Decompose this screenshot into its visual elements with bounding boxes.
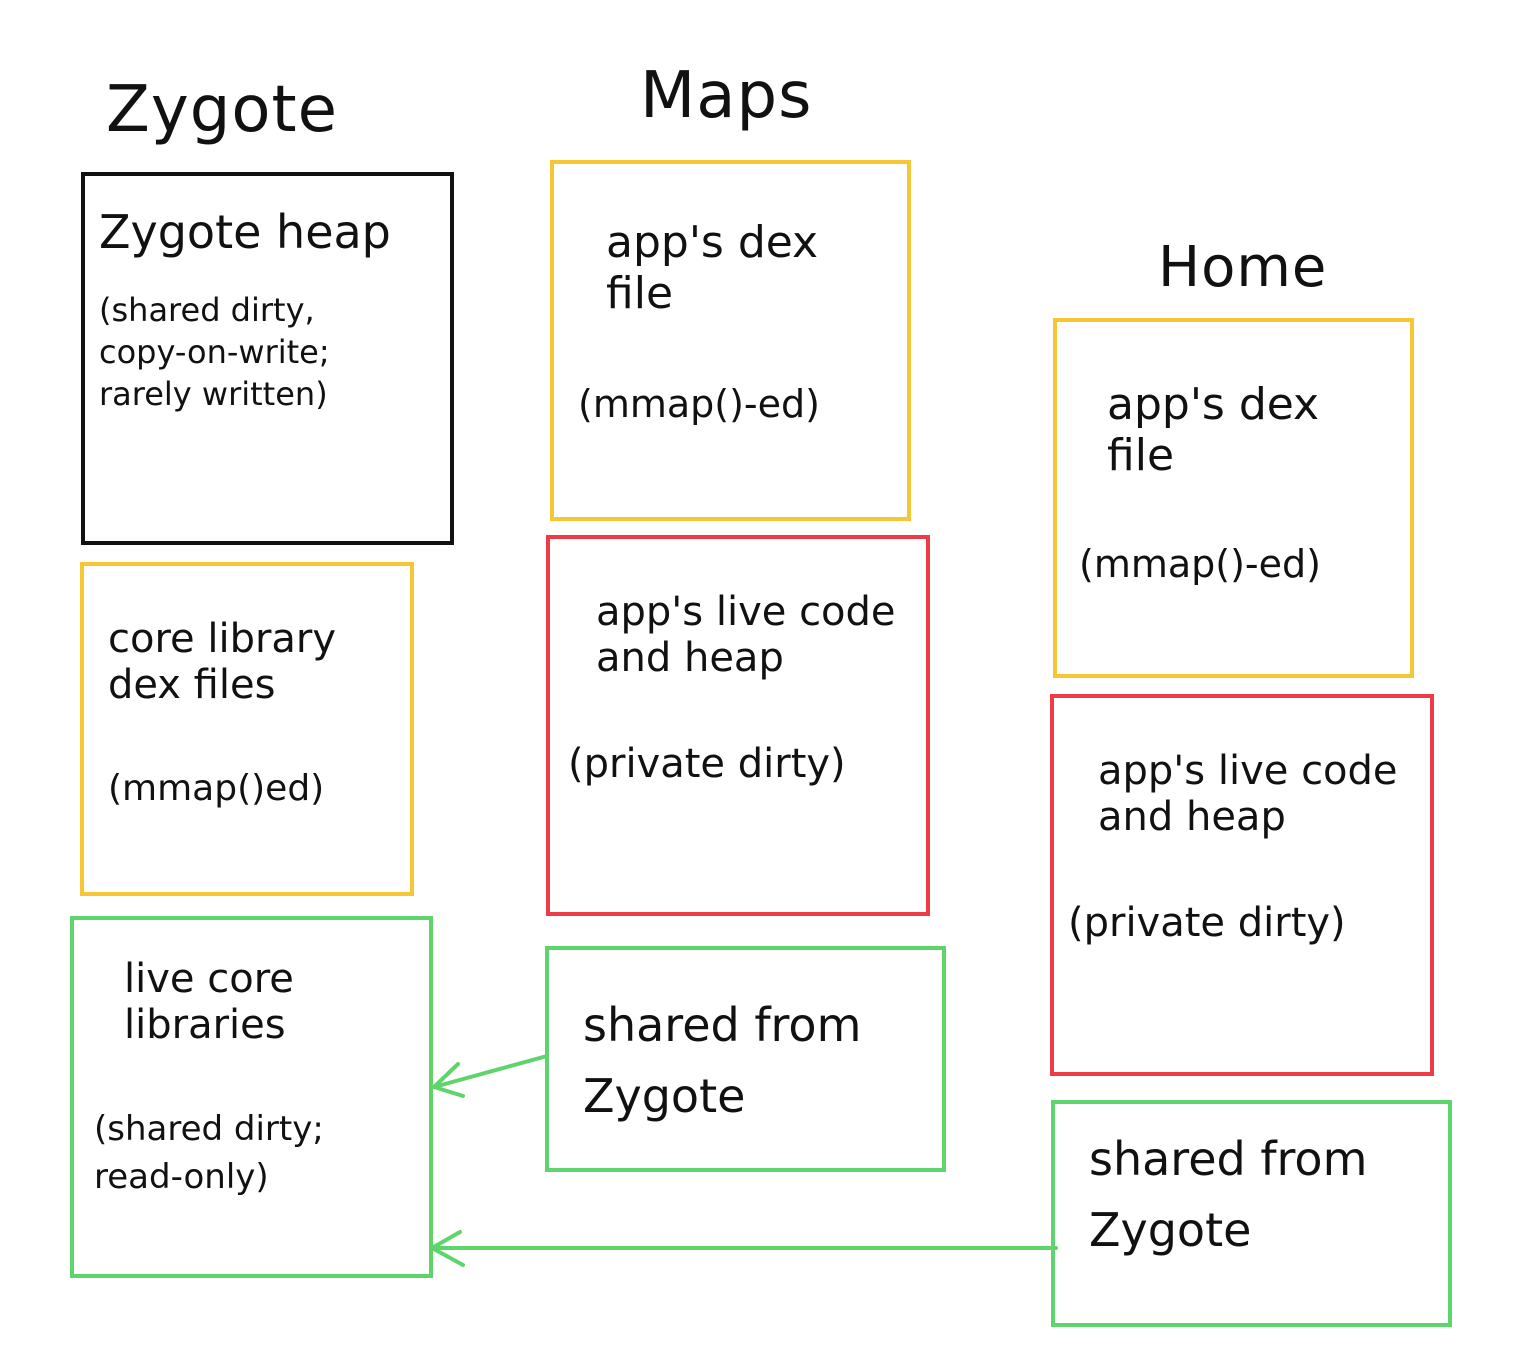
maps-dex-box: app's dex file (mmap()-ed) bbox=[550, 160, 911, 521]
home-live-title: app's live code and heap bbox=[1098, 748, 1398, 840]
core-library-dex-title: core library dex files bbox=[108, 616, 337, 708]
core-library-dex-note: (mmap()ed) bbox=[108, 768, 325, 809]
maps-shared-title: shared from Zygote bbox=[583, 998, 862, 1124]
home-dex-box: app's dex file (mmap()-ed) bbox=[1053, 318, 1414, 678]
maps-column-title: Maps bbox=[640, 59, 813, 133]
maps-shared-arrow bbox=[432, 1054, 549, 1098]
home-shared-box: shared from Zygote bbox=[1051, 1100, 1452, 1327]
live-core-libraries-box: live core libraries (shared dirty; read-… bbox=[70, 916, 433, 1278]
zygote-column-title: Zygote bbox=[106, 73, 338, 147]
zygote-heap-note: (shared dirty, copy-on-write; rarely wri… bbox=[99, 290, 330, 414]
maps-dex-title: app's dex file bbox=[606, 217, 819, 319]
home-column-title: Home bbox=[1158, 235, 1328, 300]
maps-dex-note: (mmap()-ed) bbox=[578, 382, 820, 427]
maps-live-title: app's live code and heap bbox=[596, 589, 896, 681]
core-library-dex-box: core library dex files (mmap()ed) bbox=[80, 562, 414, 896]
home-shared-arrow bbox=[430, 1230, 1058, 1267]
live-core-libraries-title: live core libraries bbox=[124, 956, 294, 1048]
maps-live-box: app's live code and heap (private dirty) bbox=[546, 535, 930, 916]
home-live-note: (private dirty) bbox=[1068, 900, 1346, 946]
zygote-heap-title: Zygote heap bbox=[99, 205, 391, 259]
zygote-heap-box: Zygote heap (shared dirty, copy-on-write… bbox=[81, 172, 454, 545]
home-dex-note: (mmap()-ed) bbox=[1079, 542, 1321, 587]
maps-shared-box: shared from Zygote bbox=[545, 946, 946, 1172]
home-live-box: app's live code and heap (private dirty) bbox=[1050, 694, 1434, 1076]
maps-live-note: (private dirty) bbox=[568, 741, 846, 787]
home-dex-title: app's dex file bbox=[1107, 379, 1320, 481]
home-shared-title: shared from Zygote bbox=[1089, 1132, 1368, 1258]
live-core-libraries-note: (shared dirty; read-only) bbox=[94, 1109, 324, 1197]
